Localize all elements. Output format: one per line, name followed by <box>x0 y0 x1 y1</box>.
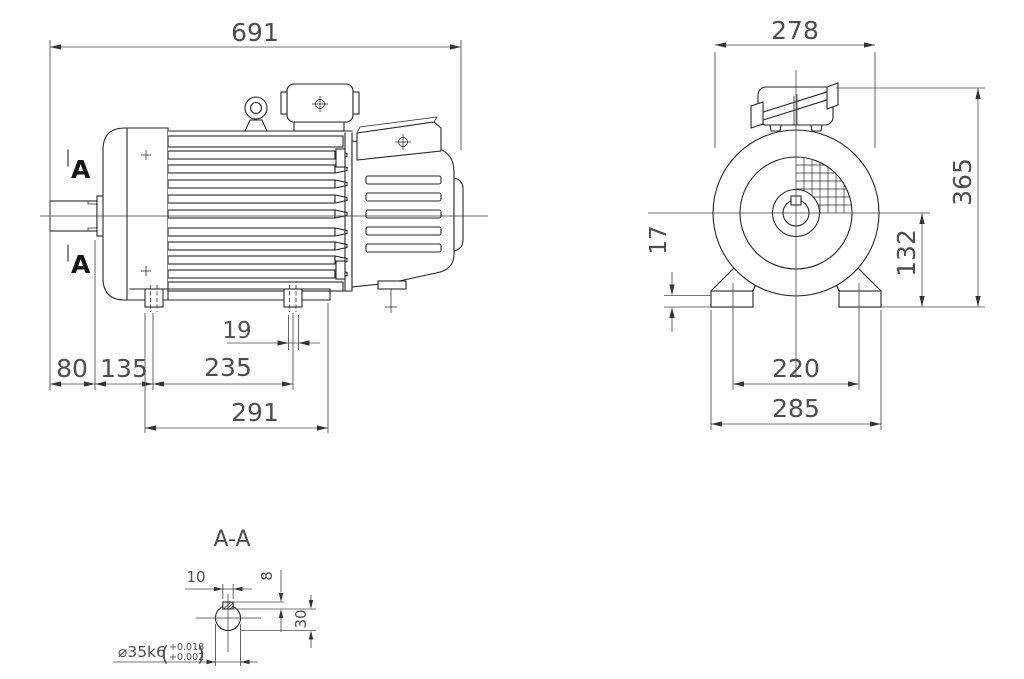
side-view: A A 691 80 135 235 <box>40 18 488 433</box>
dim-foot-bolt-spacing-side: 235 <box>204 353 252 382</box>
angled-top-cover <box>356 116 442 161</box>
section-aa-view: A-A 10 8 30 <box>113 527 316 666</box>
mounting-feet-side <box>129 285 331 312</box>
front-view: 278 365 132 17 220 285 <box>646 16 985 430</box>
lifting-eye <box>244 96 268 132</box>
dim-key-width: 10 <box>186 568 205 586</box>
fan-guard-mesh <box>796 157 852 213</box>
section-title: A-A <box>213 527 250 552</box>
dim-foot-overall-width: 285 <box>772 394 820 423</box>
terminal-box-front <box>750 82 839 129</box>
shaft-diameter-spec: ⌀35k6 <box>118 643 166 661</box>
tolerance-upper: +0.018 <box>169 642 204 653</box>
dim-face-to-foot: 135 <box>100 354 148 383</box>
front-dimensions: 278 365 132 17 220 285 <box>646 16 985 430</box>
tolerance-paren-close: ) <box>197 642 205 666</box>
terminal-box-side <box>280 83 360 132</box>
dim-body-width: 278 <box>771 16 819 45</box>
tolerance-paren-open: ( <box>161 642 169 666</box>
end-bell <box>102 127 169 301</box>
shaft-diameter-callout: ⌀35k6 ( +0.018 +0.002 ) <box>118 642 205 666</box>
dim-key-height: 8 <box>258 571 276 581</box>
section-dimensions: 10 8 30 ⌀35k6 ( +0.018 +0.002 ) <box>113 568 314 666</box>
dim-shaft-center-height: 132 <box>892 229 921 277</box>
dim-foot-thickness: 17 <box>646 225 672 254</box>
section-marker-top: A <box>71 155 91 184</box>
dim-shaft-flat-height: 30 <box>292 609 310 628</box>
dim-overall-height: 365 <box>948 158 977 206</box>
dim-shaft-extension: 80 <box>56 354 88 383</box>
section-plane-markers: A A <box>67 149 91 279</box>
fan-cover <box>351 140 464 313</box>
side-dimensions: 691 80 135 235 291 19 <box>49 18 462 433</box>
shaft-section <box>196 594 316 652</box>
dim-overall-length: 691 <box>231 18 279 47</box>
dim-foot-length: 291 <box>231 398 279 427</box>
dim-foot-slot-width: 19 <box>222 318 251 344</box>
dim-foot-bolt-spacing-front: 220 <box>772 354 820 383</box>
stator-fins <box>167 130 353 292</box>
tolerance-lower: +0.002 <box>169 652 204 663</box>
section-marker-bottom: A <box>71 250 91 279</box>
